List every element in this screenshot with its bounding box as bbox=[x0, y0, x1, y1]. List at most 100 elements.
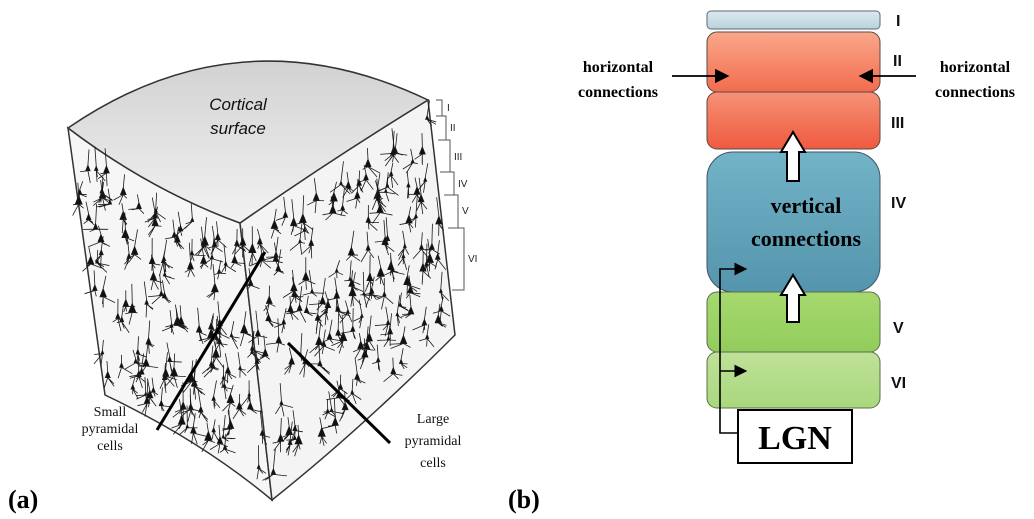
neuron-dendrite bbox=[143, 281, 154, 318]
neuron-dendrite bbox=[128, 194, 145, 214]
neuron-dendrite bbox=[322, 319, 340, 344]
horizontal-right-label-2: connections bbox=[935, 84, 1015, 101]
neuron-dendrite bbox=[137, 379, 149, 417]
neuron-dendrite bbox=[224, 353, 237, 384]
neuron-dendrite bbox=[201, 345, 220, 375]
neuron-dendrite bbox=[315, 299, 324, 335]
neuron-dendrite bbox=[161, 310, 175, 335]
neuron-dendrite bbox=[306, 295, 317, 317]
neuron-dendrite bbox=[116, 304, 130, 333]
neuron-soma bbox=[246, 401, 254, 410]
neuron-dendrite bbox=[432, 296, 451, 324]
neuron-dendrite bbox=[100, 180, 113, 203]
layer-label-a-3: III bbox=[454, 152, 462, 163]
neuron-dendrite bbox=[160, 387, 171, 412]
neuron-dendrite bbox=[129, 353, 144, 380]
neuron-dendrite bbox=[197, 388, 209, 423]
neuron-dendrite bbox=[234, 228, 251, 258]
lgn-label: LGN bbox=[758, 420, 832, 457]
neuron-dendrite bbox=[343, 378, 362, 405]
neuron-dendrite bbox=[416, 177, 428, 215]
neuron-dendrite bbox=[246, 350, 260, 374]
neuron-dendrite bbox=[125, 283, 138, 325]
layer-bracket bbox=[436, 99, 465, 291]
neuron-dendrite bbox=[264, 242, 283, 260]
neuron-dendrite bbox=[437, 303, 447, 328]
layer-label-b-2: II bbox=[893, 53, 902, 70]
neuron-dendrite bbox=[163, 239, 170, 273]
neuron-dendrite bbox=[376, 178, 387, 212]
neuron-dendrite bbox=[326, 380, 350, 407]
neuron-dendrite bbox=[426, 100, 437, 126]
neuron-dendrite bbox=[249, 244, 272, 269]
neuron-soma bbox=[402, 242, 407, 248]
neuron-dendrite bbox=[132, 375, 139, 400]
neuron-soma bbox=[337, 382, 344, 390]
neuron-soma bbox=[354, 372, 361, 380]
neuron-dendrite bbox=[164, 219, 182, 250]
neuron-dendrite bbox=[406, 265, 421, 296]
neuron-dendrite bbox=[213, 380, 221, 409]
neuron-dendrite bbox=[329, 161, 351, 195]
layer-label-b-4: IV bbox=[891, 195, 906, 212]
neuron-dendrite bbox=[400, 348, 408, 370]
neuron-dendrite bbox=[225, 410, 231, 437]
neuron-dendrite bbox=[222, 415, 236, 442]
cortical-surface-label-1: Cortical bbox=[209, 95, 268, 114]
lgn-box bbox=[737, 409, 853, 464]
neuron-dendrite bbox=[360, 276, 377, 300]
neuron-dendrite bbox=[206, 264, 216, 301]
neuron-soma bbox=[130, 245, 139, 255]
neuron-soma bbox=[339, 180, 343, 185]
neuron-dendrite bbox=[214, 260, 227, 280]
neuron-dendrite bbox=[209, 301, 227, 336]
neuron-soma bbox=[423, 176, 428, 182]
neuron-dendrite bbox=[173, 211, 183, 238]
neuron-dendrite bbox=[359, 164, 374, 192]
neuron-dendrite bbox=[321, 398, 338, 434]
neuron-soma bbox=[211, 426, 216, 433]
neuron-dendrite bbox=[272, 418, 282, 453]
neuron-soma bbox=[153, 207, 158, 213]
horizontal-left-label-2: connections bbox=[578, 84, 658, 101]
small-cells-label-1: Small bbox=[94, 405, 127, 420]
neuron-dendrite bbox=[401, 294, 412, 319]
neuron-dendrite bbox=[174, 304, 186, 330]
neuron-dendrite bbox=[239, 311, 255, 347]
neuron-dendrite bbox=[328, 277, 339, 311]
neuron-dendrite bbox=[248, 310, 268, 346]
neuron-dendrite bbox=[290, 410, 303, 443]
neuron-dendrite bbox=[146, 378, 157, 408]
neuron-dendrite bbox=[159, 352, 177, 389]
neuron-dendrite bbox=[263, 285, 276, 315]
layer-label-b-5: V bbox=[893, 320, 904, 337]
neuron-dendrite bbox=[405, 275, 421, 299]
neuron-dendrite bbox=[399, 292, 412, 313]
neuron-dendrite bbox=[328, 181, 337, 212]
neuron-dendrite bbox=[184, 242, 195, 278]
neuron-dendrite bbox=[124, 349, 146, 370]
neuron-dendrite bbox=[123, 290, 136, 313]
neuron-dendrite bbox=[436, 197, 445, 236]
neuron-dendrite bbox=[82, 204, 109, 233]
layer-label-a-6: VI bbox=[468, 254, 477, 265]
neuron-dendrite bbox=[365, 273, 382, 308]
neuron-dendrite bbox=[77, 181, 87, 205]
neuron-dendrite bbox=[302, 270, 325, 297]
neuron-dendrite bbox=[158, 249, 174, 277]
neuron-dendrite bbox=[176, 226, 185, 250]
neuron-dendrite bbox=[178, 405, 198, 436]
neuron-dendrite bbox=[102, 181, 112, 211]
neuron-soma bbox=[86, 255, 95, 265]
neuron-dendrite bbox=[309, 319, 322, 354]
neuron-soma bbox=[279, 399, 284, 405]
neuron-dendrite bbox=[354, 359, 366, 386]
neuron-dendrite bbox=[124, 234, 130, 270]
neuron-dendrite bbox=[406, 170, 410, 199]
neuron-soma bbox=[325, 407, 330, 413]
neuron-dendrite bbox=[315, 298, 330, 326]
large-cells-label-2: pyramidal bbox=[405, 434, 462, 449]
neuron-dendrite bbox=[171, 399, 183, 435]
neuron-dendrite bbox=[424, 223, 440, 255]
neuron-dendrite bbox=[219, 433, 236, 454]
